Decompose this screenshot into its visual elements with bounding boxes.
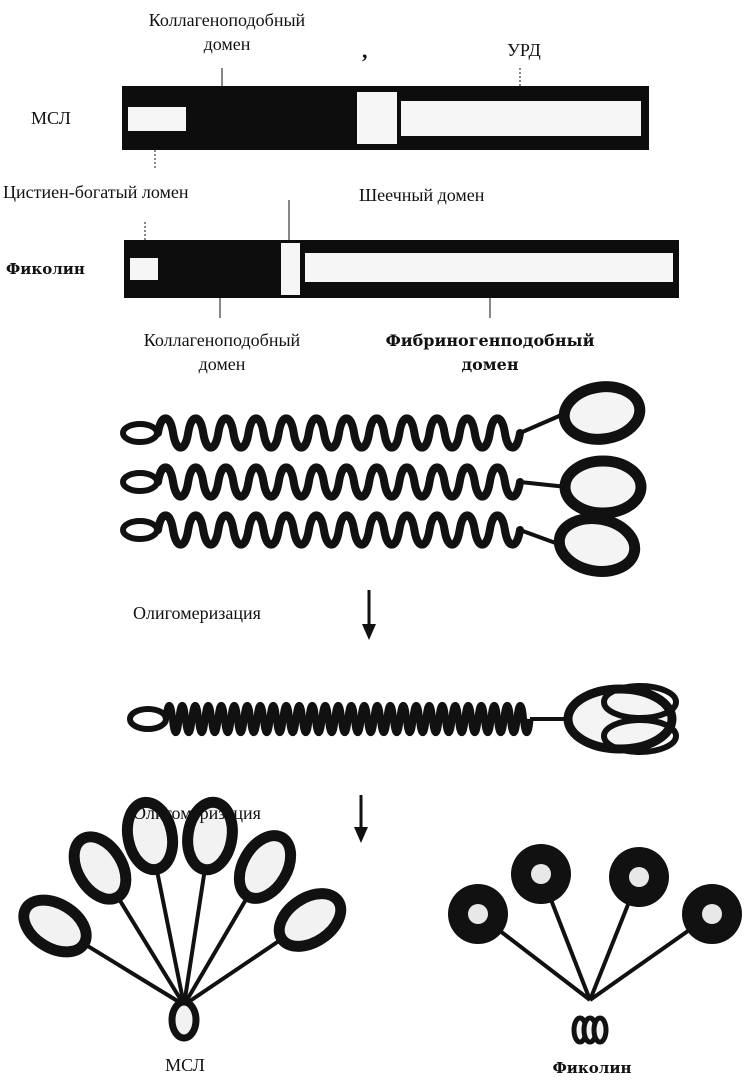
msl-collagen-label-line2: домен <box>204 34 251 55</box>
trimer-structure <box>130 686 676 752</box>
ficolin-bottom-caption: Фиколин <box>553 1058 632 1079</box>
ficolin-fib-label-line1: Фибриногенподобный <box>386 330 595 351</box>
msl-cys-rich-domain <box>128 107 186 131</box>
monomer-strand <box>123 513 639 577</box>
collagen-helix <box>158 515 520 544</box>
msl-domain-bar <box>122 68 649 170</box>
ficolin-head-center <box>531 864 551 884</box>
ficolin-collagen-label-line2: домен <box>199 354 246 375</box>
msl-crd-head <box>270 883 351 958</box>
ficolin-neck-domain <box>281 243 300 295</box>
oligomerization-label-1: Олигомеризация <box>133 603 261 624</box>
crd-head <box>561 382 643 444</box>
crd-head <box>565 461 641 513</box>
monomer-strands <box>123 382 643 577</box>
crd-head <box>555 513 639 577</box>
ficolin-head-center <box>702 904 722 924</box>
monomer-tail-loop <box>123 473 157 491</box>
down-arrow-icon <box>362 590 376 640</box>
msl-central-node <box>172 1002 196 1038</box>
ficolin-head-center <box>468 904 488 924</box>
ficolin-head-center <box>629 867 649 887</box>
msl-oligomer-bouquet <box>15 798 351 1038</box>
msl-crd-label: УРД <box>507 40 541 61</box>
ficolin-row-label: Фиколин <box>6 259 85 280</box>
msl-row-label: МСЛ <box>31 108 71 129</box>
msl-bottom-caption: МСЛ <box>165 1055 205 1076</box>
msl-neck-domain <box>357 92 397 144</box>
neck-domain-label: Шеечный домен <box>359 185 484 206</box>
msl-crd-head <box>15 889 96 962</box>
cys-rich-domain-label: Цистиен-богатый ломен <box>3 182 189 203</box>
msl-crd-domain <box>401 101 641 136</box>
monomer-tail-loop <box>123 521 157 539</box>
msl-crd-head <box>229 827 301 908</box>
ficolin-node-lobe <box>594 1018 606 1042</box>
trimer-head-cluster <box>568 686 676 752</box>
ficolin-collagen-label-line1: Коллагеноподобный <box>144 330 300 351</box>
msl-stalk <box>184 938 283 1005</box>
msl-stalk <box>82 943 184 1005</box>
ficolin-central-node <box>574 1018 606 1042</box>
msl-collagen-label-line1: Коллагеноподобный <box>149 10 305 31</box>
ficolin-fibrinogen-domain <box>305 253 673 282</box>
collagen-helix <box>158 467 520 496</box>
monomer-strand <box>123 461 641 513</box>
ficolin-fib-label-line2: домен <box>461 354 518 375</box>
trimer-tail-loop <box>130 709 166 729</box>
oligomerization-label-2: Олигомеризация <box>133 803 261 824</box>
ficolin-domain-bar <box>124 200 679 318</box>
down-arrow-icon <box>354 795 368 843</box>
ficolin-cys-rich-domain <box>130 258 158 280</box>
monomer-strand <box>123 382 643 448</box>
collagen-helix <box>158 418 520 447</box>
ficolin-oligomer-bouquet <box>448 844 742 1042</box>
monomer-tail-loop <box>123 424 157 442</box>
msl-comma-mark: , <box>362 40 368 61</box>
